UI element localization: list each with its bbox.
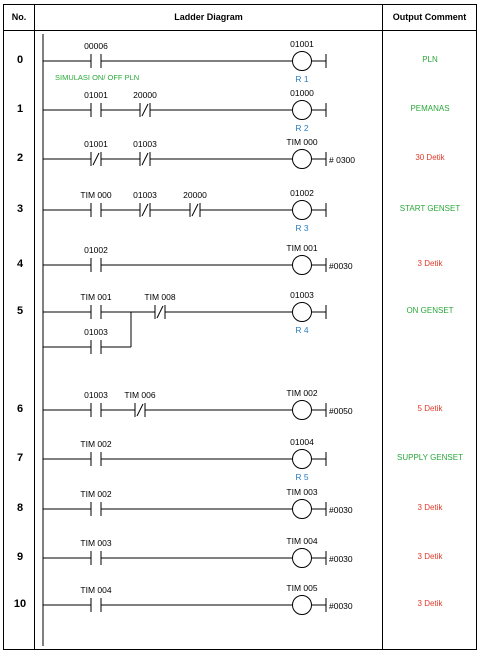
rung-0-note: SIMULASI ON/ OFF PLN — [55, 73, 139, 82]
rung-7-coil-label: 01004 — [290, 437, 314, 447]
rung-3-contact-2-label: 01003 — [133, 190, 157, 200]
rung-8-coil-label: TIM 003 — [286, 487, 317, 497]
rung-4-coil — [292, 255, 312, 275]
row-number: 9 — [16, 551, 24, 563]
rung-6-contact-2-label: TIM 006 — [124, 390, 155, 400]
rung-9-coil — [292, 548, 312, 568]
header-no: No. — [11, 12, 27, 22]
rung-3-coil — [292, 200, 312, 220]
rung-6-contact-1-label: 01003 — [84, 390, 108, 400]
rung-5-contact-2-nc-slash — [156, 305, 164, 319]
rung-3-contact-3-label: 20000 — [183, 190, 207, 200]
row-number: 3 — [16, 203, 24, 215]
output-comment: SUPPLY GENSET — [397, 453, 463, 462]
rung-10-coil — [292, 595, 312, 615]
rung-10-coil-label: TIM 005 — [286, 583, 317, 593]
output-comment: 3 Detik — [417, 599, 443, 608]
output-comment: START GENSET — [399, 204, 461, 213]
rung-1-coil-register: R 2 — [295, 123, 309, 133]
header-ladder-diagram: Ladder Diagram — [174, 12, 243, 22]
output-comment: 3 Detik — [417, 552, 443, 561]
rung-1-contact-2-nc-slash — [141, 103, 149, 117]
rung-0-coil — [292, 51, 312, 71]
row-number: 4 — [16, 258, 24, 270]
rung-0-contact-1-label: 00006 — [84, 41, 108, 51]
rung-2-contact-1-nc-slash — [92, 152, 100, 166]
rung-6-timer-preset: #0050 — [329, 406, 353, 416]
rung-8-contact-1-label: TIM 002 — [80, 489, 111, 499]
rung-1-contact-1-label: 01001 — [84, 90, 108, 100]
rung-2-timer-preset: # 0300 — [329, 155, 355, 165]
row-number: 6 — [16, 403, 24, 415]
output-comment: 5 Detik — [417, 404, 443, 413]
rung-9-coil-label: TIM 004 — [286, 536, 317, 546]
rung-5-coil-label: 01003 — [290, 290, 314, 300]
rung-9-timer-preset: #0030 — [329, 554, 353, 564]
rung-7-contact-1-label: TIM 002 — [80, 439, 111, 449]
rung-5-contact-1-label: TIM 001 — [80, 292, 111, 302]
rung-7-coil — [292, 449, 312, 469]
row-number: 2 — [16, 152, 24, 164]
rung-6-coil-label: TIM 002 — [286, 388, 317, 398]
rung-4-coil-label: TIM 001 — [286, 243, 317, 253]
output-comment: 30 Detik — [415, 153, 445, 162]
rung-8-timer-preset: #0030 — [329, 505, 353, 515]
rung-7-coil-register: R 5 — [295, 472, 309, 482]
row-number: 5 — [16, 305, 24, 317]
rung-3-coil-label: 01002 — [290, 188, 314, 198]
ladder-table — [3, 4, 477, 650]
row-number: 10 — [13, 598, 27, 610]
rung-4-timer-preset: #0030 — [329, 261, 353, 271]
rung-3-contact-3-nc-slash — [191, 203, 199, 217]
output-comment: PLN — [422, 55, 438, 64]
rung-0-coil-label: 01001 — [290, 39, 314, 49]
rung-3-contact-2-nc-slash — [141, 203, 149, 217]
rung-10-contact-1-label: TIM 004 — [80, 585, 111, 595]
output-comment: 3 Detik — [417, 259, 443, 268]
rung-5-coil-register: R 4 — [295, 325, 309, 335]
rung-1-coil-label: 01000 — [290, 88, 314, 98]
header-output-comment: Output Comment — [392, 12, 467, 22]
rung-1-contact-2-label: 20000 — [133, 90, 157, 100]
rung-10-timer-preset: #0030 — [329, 601, 353, 611]
rung-2-contact-2-label: 01003 — [133, 139, 157, 149]
rung-3-contact-1-label: TIM 000 — [80, 190, 111, 200]
rung-5-contact-2-label: TIM 008 — [144, 292, 175, 302]
rung-4-contact-1-label: 01002 — [84, 245, 108, 255]
rung-2-contact-2-nc-slash — [141, 152, 149, 166]
rung-6-contact-2-nc-slash — [136, 403, 144, 417]
rung-5-coil — [292, 302, 312, 322]
row-number: 0 — [16, 54, 24, 66]
output-comment: 3 Detik — [417, 503, 443, 512]
rung-1-coil — [292, 100, 312, 120]
rung-2-coil — [292, 149, 312, 169]
rung-2-contact-1-label: 01001 — [84, 139, 108, 149]
row-number: 1 — [16, 103, 24, 115]
rung-0-coil-register: R 1 — [295, 74, 309, 84]
rung-9-contact-1-label: TIM 003 — [80, 538, 111, 548]
output-comment: PEMANAS — [410, 104, 450, 113]
row-number: 8 — [16, 502, 24, 514]
rung-3-coil-register: R 3 — [295, 223, 309, 233]
rung-6-coil — [292, 400, 312, 420]
rung-8-coil — [292, 499, 312, 519]
rung-2-coil-label: TIM 000 — [286, 137, 317, 147]
rung-5-branch-contact-label: 01003 — [84, 327, 108, 337]
row-number: 7 — [16, 452, 24, 464]
output-comment: ON GENSET — [406, 306, 454, 315]
